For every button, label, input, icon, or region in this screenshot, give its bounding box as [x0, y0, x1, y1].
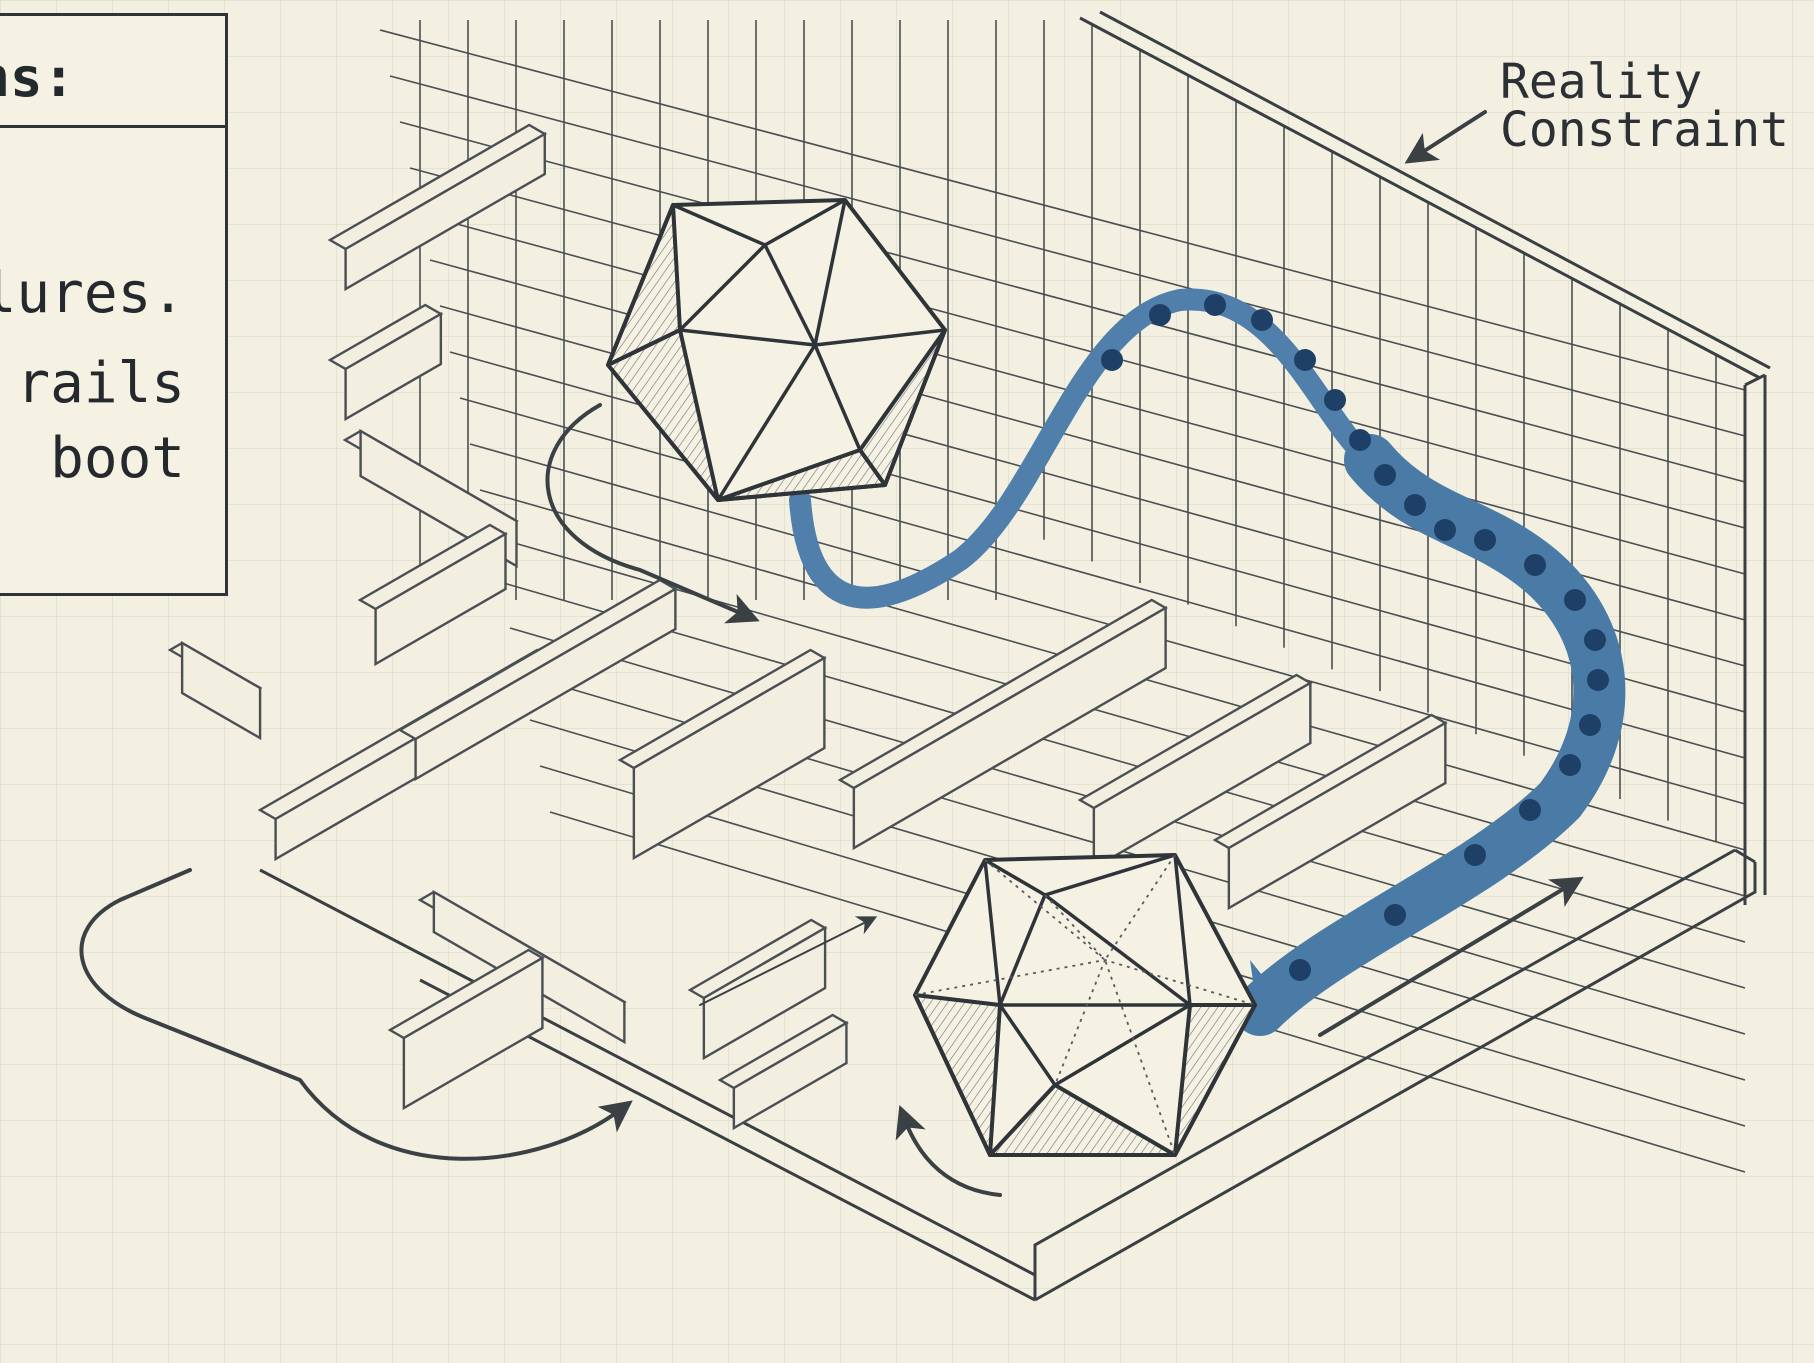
path-dot [1349, 429, 1371, 451]
path-dot [1294, 349, 1316, 371]
maze-wall [687, 918, 828, 1061]
path-dot [1524, 554, 1546, 576]
constraint-wall-frame [259, 10, 1771, 1302]
maze-walls [167, 123, 1448, 1131]
path-dot [1474, 529, 1496, 551]
wall-grid-line [499, 581, 1746, 943]
path-dot [1564, 589, 1586, 611]
wall-side [852, 605, 1167, 851]
path-thin [789, 288, 1381, 609]
icosahedron-bottom-icon [913, 853, 1257, 1157]
legend-title: ns: [0, 46, 75, 109]
maze-wall [717, 1013, 849, 1131]
wall-side [344, 131, 546, 292]
path-dot [1289, 959, 1311, 981]
arrow-bottom-left [79, 868, 633, 1161]
path-dot [1251, 309, 1273, 331]
maze-wall [327, 123, 548, 292]
legend-line-3: boot [50, 426, 185, 491]
maze-wall [617, 648, 827, 861]
wall-grid-line [379, 29, 1746, 391]
wall-side [374, 531, 507, 667]
legend-line-1: lures. [0, 261, 185, 326]
maze-wall [1077, 673, 1313, 871]
maze-wall [357, 523, 508, 667]
path-thick [1234, 434, 1626, 1036]
path-dot [1519, 799, 1541, 821]
wall-side [632, 655, 826, 861]
wall-side [702, 925, 827, 1061]
wall-side [180, 640, 262, 741]
maze-wall [387, 948, 545, 1111]
wall-side [732, 1020, 848, 1131]
path-dot [1404, 494, 1426, 516]
maze-wall [397, 578, 678, 782]
icosahedron-top-icon [606, 198, 947, 502]
annotation-line-2: Constraint [1500, 102, 1789, 158]
arrow-top-curve [545, 403, 760, 624]
annotation-line-1: Reality [1500, 54, 1703, 110]
path-dot [1384, 904, 1406, 926]
wall-side [402, 955, 544, 1111]
maze-wall [837, 598, 1169, 851]
wall-grid-line [399, 121, 1746, 483]
wall-grid-line [459, 397, 1746, 759]
maze-wall [167, 640, 263, 741]
guide-arrows [79, 110, 1584, 1197]
wall-grid-line [389, 75, 1746, 437]
wall-side [414, 586, 677, 782]
path-dot [1579, 714, 1601, 736]
wall-side [344, 311, 443, 422]
wall-grid-line [469, 443, 1746, 805]
arrow-floor [1318, 876, 1584, 1037]
path-dot [1434, 519, 1456, 541]
path-dot [1587, 669, 1609, 691]
arrow-bottom-curve [895, 1105, 1002, 1197]
path-dot [1324, 389, 1346, 411]
reality-constraint-label: Reality Constraint [1500, 58, 1789, 154]
arrow-reality [1404, 110, 1487, 164]
arrow-thin [699, 916, 878, 1006]
legend-box: ns: lures. rails boot [0, 13, 228, 596]
wall-grid-line [409, 167, 1746, 529]
wall-side [1092, 680, 1312, 871]
path-dot [1374, 464, 1396, 486]
path-dot [1149, 304, 1171, 326]
path-dot [1204, 294, 1226, 316]
solution-path [789, 288, 1626, 1036]
wall-side [1227, 720, 1447, 911]
path-dot [1559, 754, 1581, 776]
maze-wall [327, 303, 444, 422]
path-dot [1584, 629, 1606, 651]
path-dot [1101, 349, 1123, 371]
path-dots [1101, 294, 1609, 981]
path-dot [1464, 844, 1486, 866]
maze-wall [1212, 713, 1448, 911]
legend-line-2: rails [16, 351, 185, 416]
legend-header: ns: [0, 16, 225, 128]
